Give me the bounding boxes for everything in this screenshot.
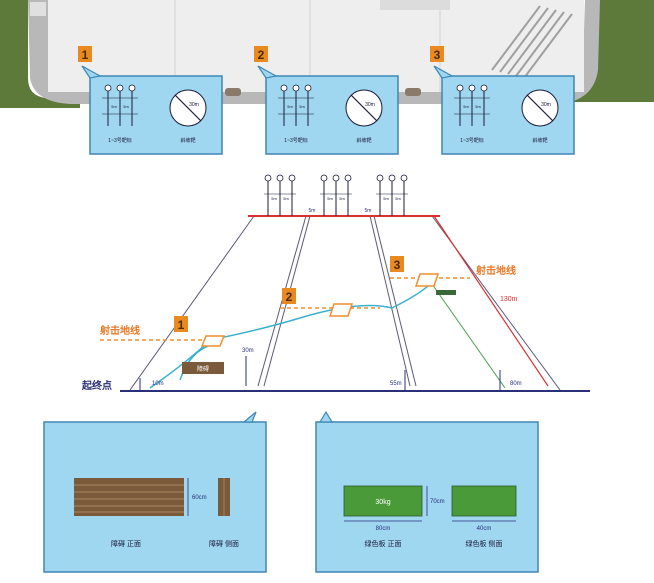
top-gap-label: 5m <box>365 208 372 214</box>
target-post <box>276 174 284 216</box>
plate-weight-label: 30kg <box>375 499 390 506</box>
distance-label: 30m <box>242 348 254 354</box>
distance-label: 55m <box>390 381 402 387</box>
top-post-group: 5m 5m 5m 5m 5m 5m <box>264 174 408 216</box>
plate-width-label: 80cm <box>376 526 391 532</box>
top-panel-2: 2 5m 5m 30m 1~3号靶标 斜坡靶 <box>254 46 399 155</box>
target-disc <box>480 84 488 92</box>
station-number: 1 <box>178 318 185 332</box>
target-disc <box>280 84 288 92</box>
station-number: 1 <box>82 48 89 62</box>
panel-caption: 1~3号靶标 <box>108 137 131 144</box>
station-number: 3 <box>394 258 401 272</box>
target-post <box>400 174 408 216</box>
target-post <box>388 174 396 216</box>
target-disc <box>116 84 124 92</box>
post-spacing-label: 5m <box>475 104 481 109</box>
firing-line-label: 射击地线 <box>475 264 516 277</box>
bottom-panel-obstacle <box>43 411 267 573</box>
circle-distance-label: 30m <box>541 102 551 108</box>
panel-caption: 斜坡靶 <box>532 137 547 144</box>
start-label: 起终点 <box>81 379 112 392</box>
post-spacing-label: 5m <box>327 196 333 201</box>
target-disc <box>456 84 464 92</box>
top-gap-label: 5m <box>309 208 316 214</box>
obstacle-height-label: 60cm <box>192 495 207 501</box>
top-panel-1: 1 5m 5m 30m 1~3号靶标 斜坡靶 <box>78 46 223 155</box>
distance-label: 130m <box>500 296 518 303</box>
station-number-badge <box>254 46 268 62</box>
post-spacing-label: 5m <box>299 104 305 109</box>
caption: 绿色板 正面 <box>365 539 402 548</box>
target-post <box>344 174 352 216</box>
target-post <box>288 174 296 216</box>
target-disc <box>468 84 476 92</box>
post-spacing-label: 5m <box>395 196 401 201</box>
post-spacing-label: 5m <box>271 196 277 201</box>
station-badge-2: 2 <box>282 288 296 304</box>
caption: 障碍 侧面 <box>209 539 239 548</box>
target-disc <box>304 84 312 92</box>
target-post <box>376 174 384 216</box>
bottom-panel-plate <box>315 410 539 573</box>
station-number: 3 <box>434 48 441 62</box>
target-disc <box>292 84 300 92</box>
post-spacing-label: 5m <box>463 104 469 109</box>
panel-caption: 1~3号靶标 <box>284 137 307 144</box>
panel-caption: 斜坡靶 <box>180 137 195 144</box>
post-spacing-label: 5m <box>111 104 117 109</box>
distance-label: 10m <box>152 381 164 387</box>
caption: 障碍 正面 <box>111 539 141 548</box>
post-spacing-label: 5m <box>287 104 293 109</box>
post-spacing-label: 5m <box>283 196 289 201</box>
station-number-badge <box>78 46 92 62</box>
plate-height-label: 70cm <box>430 499 445 505</box>
target-post <box>264 174 272 216</box>
panel-caption: 斜坡靶 <box>356 137 371 144</box>
station-number: 2 <box>258 48 265 62</box>
station-number: 2 <box>286 290 293 304</box>
target-post <box>320 174 328 216</box>
target-disc <box>128 84 136 92</box>
top-panel-3: 3 5m 5m 30m 1~3号靶标 斜坡靶 <box>430 46 575 155</box>
circle-distance-label: 30m <box>365 102 375 108</box>
target-post <box>332 174 340 216</box>
post-spacing-label: 5m <box>383 196 389 201</box>
station-badge-3: 3 <box>390 256 404 272</box>
circle-distance-label: 30m <box>189 102 199 108</box>
panel-caption: 1~3号靶标 <box>460 137 483 144</box>
target-disc <box>104 84 112 92</box>
caption: 绿色板 侧面 <box>466 539 503 548</box>
post-spacing-label: 5m <box>339 196 345 201</box>
perspective-field <box>100 215 590 392</box>
station-badge-1: 1 <box>174 316 188 332</box>
plate-width-label: 40cm <box>477 526 492 532</box>
distance-label: 80m <box>510 381 522 387</box>
obstacle-label: 障碍 <box>197 365 209 373</box>
firing-line-label: 射击地线 <box>99 324 140 337</box>
post-spacing-label: 5m <box>123 104 129 109</box>
station-number-badge <box>430 46 444 62</box>
